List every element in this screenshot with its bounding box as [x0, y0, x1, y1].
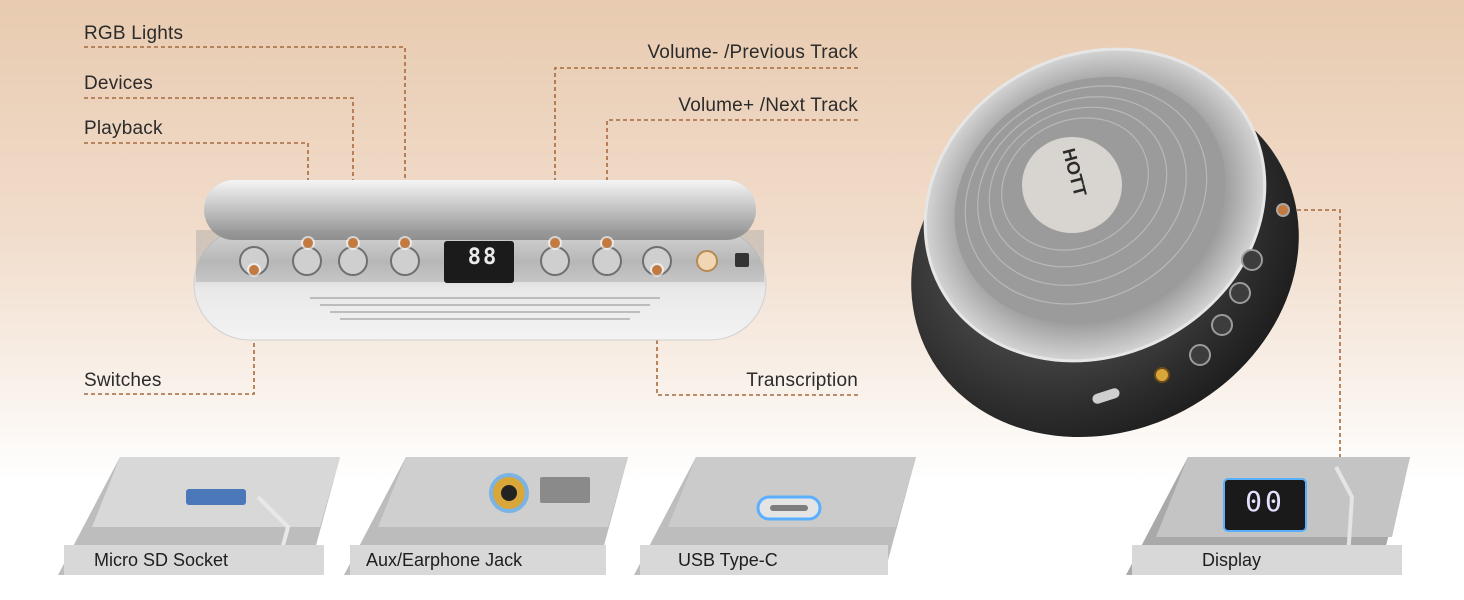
playback-dot [303, 238, 313, 248]
aux-label: Aux/Earphone Jack [350, 545, 606, 575]
transcription-dot [652, 265, 662, 275]
volume-minus-leader [554, 67, 858, 243]
side-display [444, 241, 514, 283]
display-label: Display [1132, 545, 1402, 575]
sd-socket-highlight [186, 489, 246, 505]
volume-minus-dot [550, 238, 560, 248]
side-display-readout: 88 [467, 245, 499, 270]
button-row [239, 246, 672, 276]
playback-button [292, 246, 322, 276]
transcription-label: Transcription [746, 370, 858, 391]
transcription-leader [656, 270, 858, 396]
thumb-display: 00 Display [1126, 457, 1410, 575]
devices-button [338, 246, 368, 276]
thumb-aux: Aux/Earphone Jack [344, 457, 628, 575]
switch-button [239, 246, 269, 276]
player-side-view [193, 180, 767, 341]
thumb-micro-sd: Micro SD Socket [58, 457, 340, 575]
rgb-lights-leader [84, 46, 406, 243]
volume-minus-button [540, 246, 570, 276]
volume-plus-label: Volume+ /Next Track [678, 95, 858, 116]
player-angled-view [911, 47, 1299, 438]
thumb-usb-c: USB Type-C [634, 457, 916, 575]
usb-c-label: USB Type-C [640, 545, 888, 575]
switches-label: Switches [84, 370, 162, 391]
micro-sd-label: Micro SD Socket [64, 545, 324, 575]
thumb-display-readout: 00 [1245, 485, 1285, 518]
display-highlight [1223, 478, 1307, 532]
devices-label: Devices [84, 73, 153, 94]
volume-plus-dot [602, 238, 612, 248]
rgb-lights-button [390, 246, 420, 276]
rgb-lights-label: RGB Lights [84, 23, 184, 44]
display-leader [1283, 209, 1341, 458]
transcription-button [642, 246, 672, 276]
devices-dot [348, 238, 358, 248]
volume-minus-label: Volume- /Previous Track [647, 42, 858, 63]
rgb-lights-dot [400, 238, 410, 248]
sd-slot [735, 253, 749, 267]
volume-plus-button [592, 246, 622, 276]
switches-dot [249, 265, 259, 275]
center-label [1022, 137, 1122, 233]
aux-port [696, 250, 718, 272]
playback-label: Playback [84, 118, 163, 139]
display-dot [1278, 205, 1288, 215]
